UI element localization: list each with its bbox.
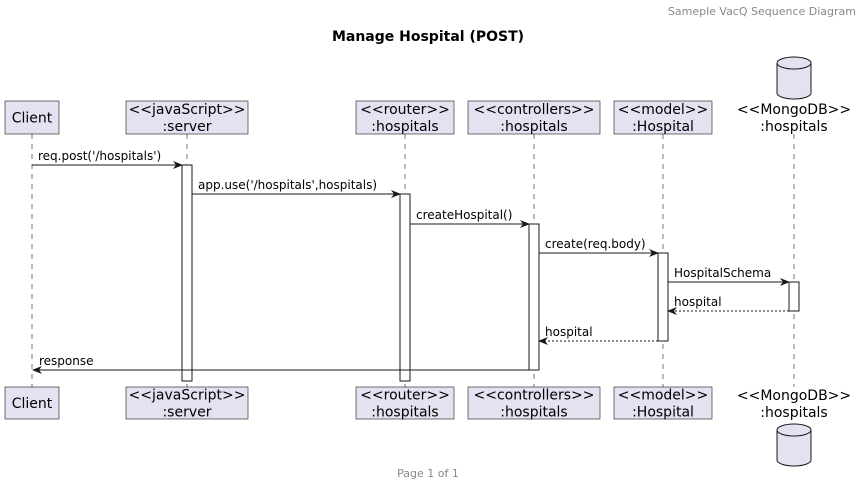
participant-label: <<model>> [618,388,709,404]
participant-box [125,386,249,420]
message-label: hospital [545,325,593,339]
participant-box [613,386,713,420]
participant-client-bottom: Client [4,386,60,420]
participant-label: <<controllers>> [473,388,594,404]
message-2: app.use('/hospitals',hospitals) [192,178,401,198]
activation-bar-mongodb [788,281,800,312]
activation-bar-controllers [528,223,540,371]
messages: req.post('/hospitals') app.use('/hospital… [32,149,790,374]
participant-label: :hospitals [371,405,438,421]
participant-label: <<MongoDB>> [737,388,851,404]
diagram-header: Sameple VacQ Sequence Diagram [668,5,856,18]
message-6: hospital [667,295,789,315]
participant-box [467,386,601,420]
message-3: createHospital() [410,208,530,228]
participant-box [4,386,60,420]
participant-label: :hospitals [371,119,438,135]
participant-router-top: <<router>>:hospitals [355,100,455,135]
participant-model-top: <<model>>:Hospital [613,100,713,135]
participant-label: :hospitals [500,405,567,421]
message-7: hospital [538,325,658,345]
participant-label: :hospitals [500,119,567,135]
participants: ClientClient<<javaScript>>:server<<javaS… [4,56,851,467]
message-label: HospitalSchema [674,266,771,280]
participant-label: <<router>> [360,388,450,404]
activations [181,164,800,382]
participant-label: :hospitals [760,405,827,421]
message-label: response [39,354,94,368]
participant-controllers-bottom: <<controllers>>:hospitals [467,386,601,421]
lifelines [31,134,795,387]
database-icon [776,56,812,100]
participant-box [125,100,249,135]
participant-label: :server [162,119,211,135]
participant-label: Client [12,396,53,412]
participant-box [613,100,713,135]
activation-bar-router [399,193,411,382]
participant-server-top: <<javaScript>>:server [125,100,249,135]
message-label: app.use('/hospitals',hospitals) [198,178,377,192]
participant-controllers-top: <<controllers>>:hospitals [467,100,601,135]
message-label: createHospital() [416,208,512,222]
participant-box [355,100,455,135]
participant-router-bottom: <<router>>:hospitals [355,386,455,421]
participant-label: <<javaScript>> [129,102,246,118]
participant-model-bottom: <<model>>:Hospital [613,386,713,421]
diagram-title: Manage Hospital (POST) [332,29,524,45]
participant-label: <<MongoDB>> [737,102,851,118]
participant-label: <<model>> [618,102,709,118]
database-icon [776,423,812,467]
participant-label: <<controllers>> [473,102,594,118]
participant-label: <<javaScript>> [129,388,246,404]
participant-label: <<router>> [360,102,450,118]
participant-client-top: Client [4,100,60,135]
participant-mongodb-top: <<MongoDB>>:hospitals [737,56,851,135]
message-5: HospitalSchema [668,266,790,286]
activation-bar-model [657,252,669,342]
participant-label: :server [162,405,211,421]
page-footer: Page 1 of 1 [397,467,459,480]
participant-label: :Hospital [632,405,694,421]
participant-box [4,100,60,135]
participant-label: Client [12,111,53,127]
message-label: req.post('/hospitals') [38,149,161,163]
participant-label: :Hospital [632,119,694,135]
participant-label: :hospitals [760,119,827,135]
activation-bar-server [181,164,193,382]
message-8: response [32,354,529,374]
message-label: hospital [674,295,722,309]
message-1: req.post('/hospitals') [32,149,183,169]
participant-box [467,100,601,135]
participant-server-bottom: <<javaScript>>:server [125,386,249,421]
message-label: create(req.body) [545,237,646,251]
participant-mongodb-bottom: <<MongoDB>>:hospitals [737,388,851,467]
participant-box [355,386,455,420]
message-4: create(req.body) [539,237,659,257]
